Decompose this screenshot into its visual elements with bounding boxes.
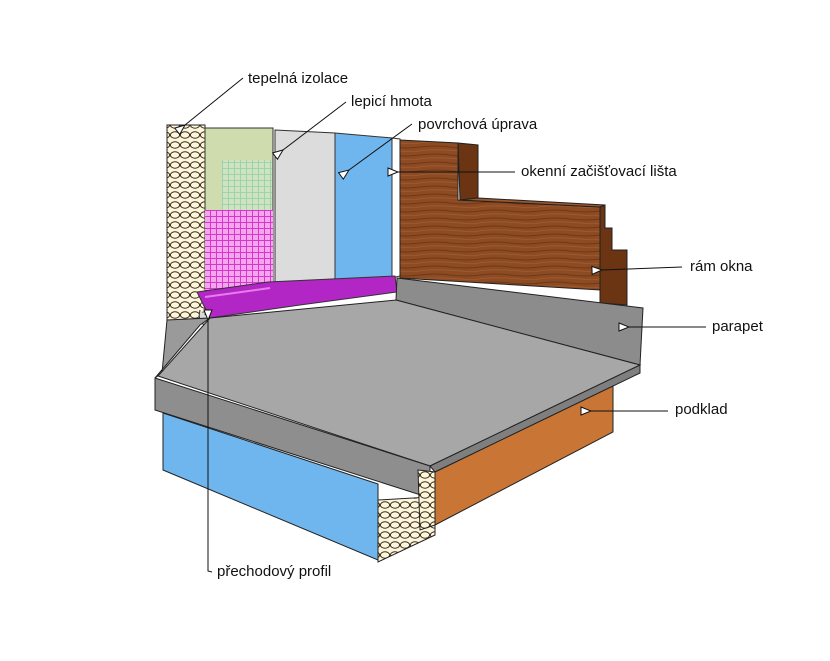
thermal-insulation — [166, 124, 206, 321]
insulation-below-sill — [377, 469, 436, 563]
label-podklad: podklad — [675, 401, 728, 418]
label-parapet: parapet — [712, 318, 763, 335]
label-tepelna-izolace: tepelná izolace — [248, 70, 349, 87]
leader-lines — [185, 77, 706, 573]
surface-finish-layer — [334, 132, 401, 283]
leader-ram-okna — [602, 267, 683, 270]
leader-tepelna-izolace — [185, 77, 244, 125]
label-prechodovy-profil: přechodový profil — [217, 563, 332, 580]
label-ram-okna: rám okna — [690, 258, 753, 275]
render-grey-layer — [274, 129, 336, 283]
label-lepici-hmota: lepicí hmota — [351, 93, 432, 110]
adhesive-layer — [204, 127, 274, 291]
label-okenni-zacistovaci-lista: okenní začišťovací lišta — [521, 163, 677, 180]
leader-prechodovy-profil — [208, 320, 212, 573]
leader-lepici-hmota — [283, 101, 347, 150]
leader-povrchova-uprava — [349, 123, 413, 170]
label-povrchova-uprava: povrchová úprava — [418, 116, 538, 133]
window-frame — [399, 139, 628, 306]
